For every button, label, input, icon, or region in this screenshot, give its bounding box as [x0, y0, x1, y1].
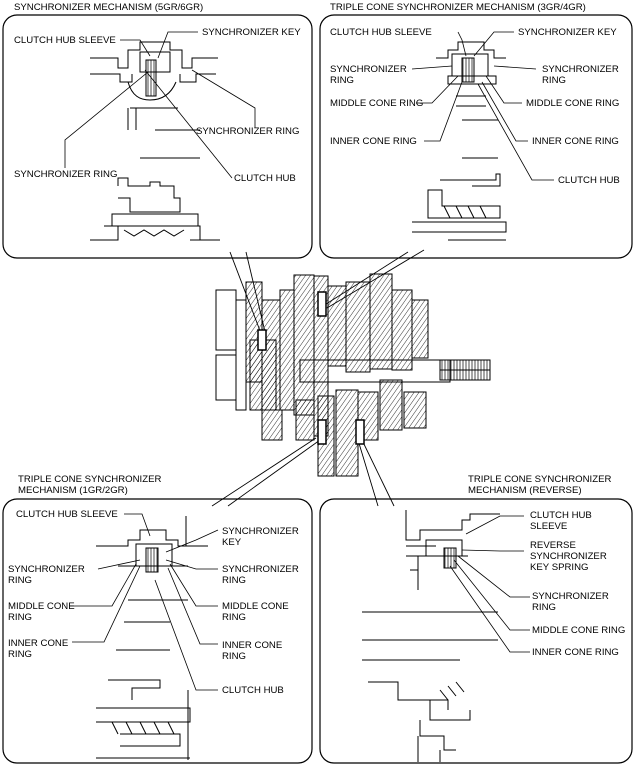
label-clutch-hub-sleeve: CLUTCH HUB SLEEVE: [530, 510, 592, 532]
label-synchronizer-ring: SYNCHRONIZER RING: [196, 126, 300, 137]
label-middle-cone-ring: MIDDLE CONE RING: [532, 625, 626, 636]
panel-frame-bottom-left: [2, 498, 313, 764]
label-synchronizer-ring: SYNCHRONIZER RING: [532, 591, 609, 613]
mechanism-drawing-reverse: [362, 510, 500, 762]
label-inner-cone-ring: INNER CONE RING: [532, 647, 619, 658]
transmission-assembly: [215, 273, 491, 477]
panel-frame-bottom-right: [319, 498, 633, 764]
label-clutch-hub: CLUTCH HUB: [222, 685, 284, 696]
label-middle-cone-ring: MIDDLE CONE RING: [526, 98, 620, 109]
panel-title-3gr-4gr: TRIPLE CONE SYNCHRONIZER MECHANISM (3GR/…: [330, 2, 586, 13]
label-synchronizer-key: SYNCHRONIZER KEY: [518, 27, 617, 38]
label-clutch-hub-sleeve: CLUTCH HUB SLEEVE: [330, 27, 432, 38]
label-synchronizer-key: SYNCHRONIZER KEY: [222, 526, 299, 548]
label-middle-cone-ring: MIDDLE CONE RING: [222, 601, 289, 623]
leader-lines: [64, 31, 554, 691]
label-synchronizer-ring: SYNCHRONIZER RING: [330, 64, 407, 86]
label-inner-cone-ring: INNER CONE RING: [8, 638, 69, 660]
label-synchronizer-ring: SYNCHRONIZER RING: [14, 169, 118, 180]
label-synchronizer-ring: SYNCHRONIZER RING: [542, 64, 619, 86]
label-inner-cone-ring: INNER CONE RING: [222, 640, 283, 662]
label-clutch-hub: CLUTCH HUB: [234, 173, 296, 184]
label-synchronizer-ring: SYNCHRONIZER RING: [8, 564, 85, 586]
label-reverse-synchronizer-key-spring: REVERSE SYNCHRONIZER KEY SPRING: [530, 540, 607, 573]
label-inner-cone-ring: INNER CONE RING: [532, 136, 619, 147]
label-inner-cone-ring: INNER CONE RING: [330, 136, 417, 147]
panel-title-5gr-6gr: SYNCHRONIZER MECHANISM (5GR/6GR): [14, 2, 204, 13]
label-synchronizer-ring: SYNCHRONIZER RING: [222, 564, 299, 586]
panel-title-1gr-2gr: TRIPLE CONE SYNCHRONIZER MECHANISM (1GR/…: [18, 474, 162, 496]
panel-frame-top-right: [319, 14, 633, 259]
mechanism-drawing-3gr-4gr: [412, 41, 507, 241]
panel-title-reverse: TRIPLE CONE SYNCHRONIZER MECHANISM (REVE…: [468, 474, 612, 496]
panel-frame-top-left: [2, 14, 313, 259]
label-synchronizer-key: SYNCHRONIZER KEY: [202, 27, 301, 38]
mechanism-drawing-1gr-2gr: [96, 516, 208, 760]
label-middle-cone-ring: MIDDLE CONE RING: [8, 601, 75, 623]
label-middle-cone-ring: MIDDLE CONE RING: [330, 98, 424, 109]
label-clutch-hub-sleeve: CLUTCH HUB SLEEVE: [14, 35, 116, 46]
mechanism-drawing-5gr-6gr: [90, 41, 220, 241]
label-clutch-hub: CLUTCH HUB: [558, 175, 620, 186]
label-clutch-hub-sleeve: CLUTCH HUB SLEEVE: [16, 509, 118, 520]
